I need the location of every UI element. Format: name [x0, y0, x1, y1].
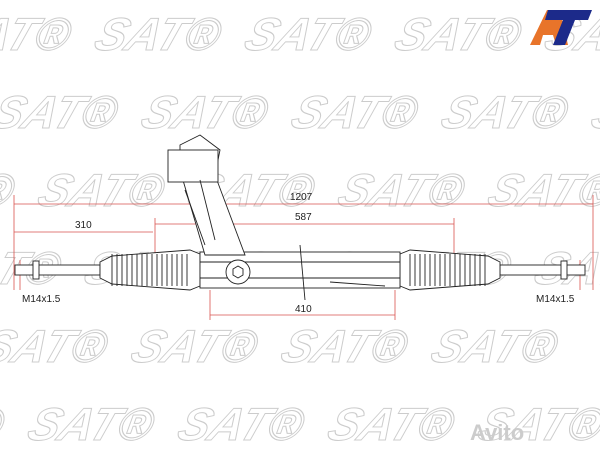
sat-watermark: SAT®: [238, 9, 379, 60]
steering-rack: [14, 134, 586, 301]
sat-watermark: SAT®: [0, 165, 22, 216]
sat-watermark: SAT®: [321, 399, 462, 450]
dim-left-offset: 310: [75, 220, 92, 231]
sat-watermark: SAT®: [31, 165, 172, 216]
sat-watermark: SAT®: [274, 321, 415, 372]
dim-housing: 410: [295, 304, 312, 315]
avito-watermark: Avito: [470, 420, 524, 445]
sat-watermark: SAT®: [0, 9, 79, 60]
sat-watermark: SAT®: [88, 9, 229, 60]
sat-watermark: SAT®: [0, 87, 126, 138]
sat-watermark: SAT®: [471, 399, 600, 450]
sat-watermark: SAT®: [171, 399, 312, 450]
sat-watermark: SAT®: [124, 321, 265, 372]
sat-watermark: SAT®: [135, 87, 276, 138]
sat-watermark: SAT®: [0, 321, 116, 372]
thread-right: M14x1.5: [536, 294, 575, 305]
dim-inner: 587: [295, 212, 312, 223]
sat-watermark: SAT®: [424, 321, 565, 372]
dim-overall: 1207: [290, 192, 313, 203]
sat-watermark: SAT®: [21, 399, 162, 450]
sat-watermark: SAT®: [285, 87, 426, 138]
sat-watermark: SAT®: [585, 87, 600, 138]
sat-watermark: SAT®: [435, 87, 576, 138]
sat-watermark: SAT®: [481, 165, 600, 216]
at-logo: [530, 10, 592, 45]
sat-watermark: SAT®: [0, 399, 12, 450]
sat-watermark: SAT®: [331, 165, 472, 216]
thread-left: M14x1.5: [22, 294, 61, 305]
sat-watermark: SAT®: [388, 9, 529, 60]
